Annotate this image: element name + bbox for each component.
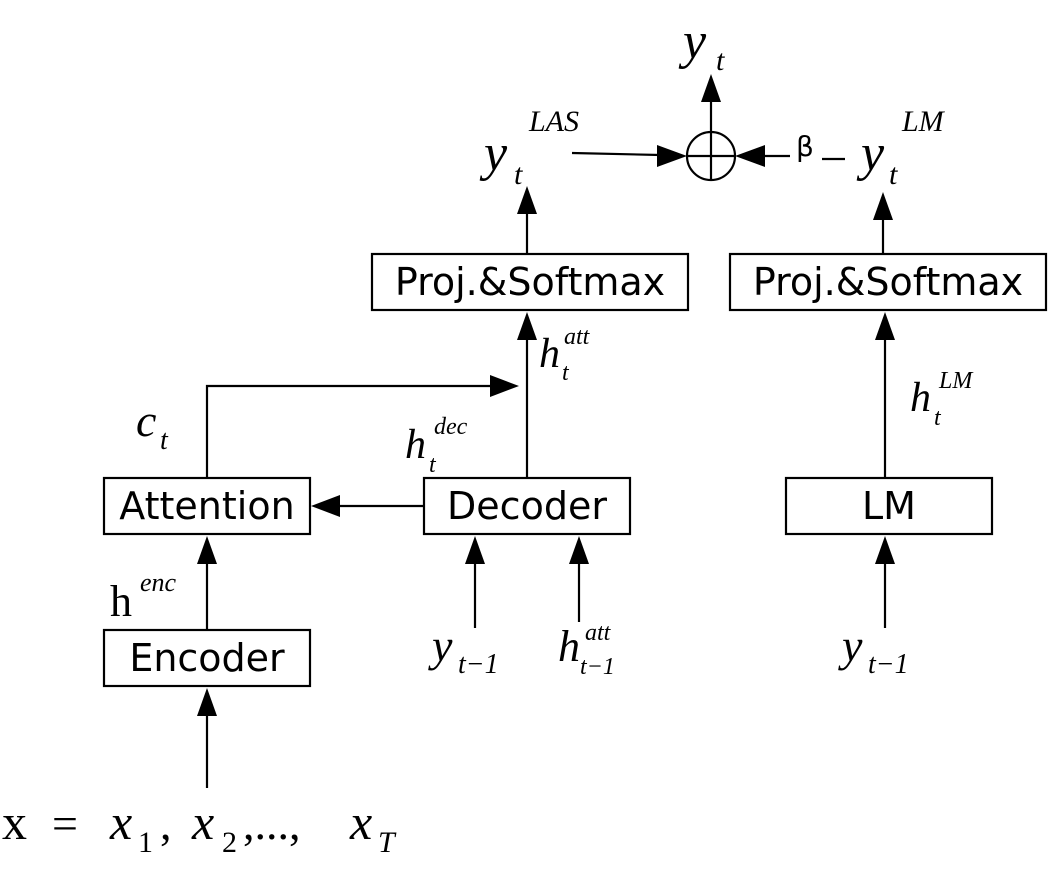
h-enc-base: h [110, 577, 132, 626]
h-att-prev-sub: t−1 [580, 654, 615, 680]
arrow-lm-to-proj-right [875, 312, 895, 478]
label-y-las: y LAS t [479, 105, 579, 191]
decoder-label: Decoder [447, 484, 607, 528]
h-dec-sup: dec [434, 414, 468, 440]
decoder-box: Decoder [422, 476, 632, 536]
c-t-base: c [136, 395, 156, 446]
arrow-decoder-to-attention [311, 495, 424, 517]
attention-box: Attention [102, 476, 312, 536]
y-lm-sup: LM [901, 105, 946, 138]
label-y-t: y t [678, 13, 725, 77]
x-seq-lhs: x [2, 794, 27, 850]
h-lm-sub: t [934, 405, 942, 431]
y-prev-lm-base: y [838, 620, 863, 671]
arrow-context-path [205, 375, 519, 478]
h-att-prev-base: h [558, 622, 580, 671]
h-att-sup: att [564, 324, 591, 350]
h-lm-base: h [910, 375, 931, 421]
h-att-prev-sup: att [585, 620, 612, 646]
label-y-prev-decoder: y t−1 [428, 620, 499, 680]
arrow-hatt-prev-to-decoder [569, 536, 589, 622]
arrow-sum-to-output [701, 74, 721, 132]
label-input-sequence: x = x 1 , x 2 ,..., x T [2, 794, 397, 859]
arrow-yprev-to-lm [875, 536, 895, 628]
proj-softmax-right-box: Proj.&Softmax [728, 252, 1048, 312]
y-lm-base: y [856, 125, 885, 182]
proj-softmax-left-box: Proj.&Softmax [370, 252, 690, 312]
encoder-box: Encoder [102, 628, 312, 688]
x-seq-eq: = [52, 798, 78, 849]
x-seq-ellipsis: ,..., [243, 798, 301, 849]
arrow-las-to-sum [571, 145, 687, 167]
y-las-base: y [479, 125, 508, 182]
y-prev-dec-sub: t−1 [458, 649, 499, 680]
h-lm-sup: LM [938, 368, 974, 394]
x-seq-comma1: , [160, 798, 172, 849]
arrow-yprev-to-decoder [465, 536, 485, 628]
y-prev-lm-sub: t−1 [868, 649, 909, 680]
sum-node-icon [685, 130, 737, 182]
y-t-base: y [678, 13, 707, 70]
proj-softmax-right-label: Proj.&Softmax [753, 260, 1023, 304]
label-c-t: c t [136, 395, 169, 456]
h-att-base: h [539, 331, 560, 377]
x-seq-subT: T [378, 826, 397, 859]
y-t-sub: t [716, 44, 725, 77]
y-prev-dec-base: y [428, 620, 453, 671]
x-seq-xT: x [349, 794, 372, 850]
label-h-att-prev: h att t−1 [558, 620, 615, 680]
x-seq-sub1: 1 [138, 826, 153, 859]
encoder-label: Encoder [129, 636, 285, 680]
y-las-sub: t [514, 158, 523, 191]
lm-box: LM [784, 476, 994, 536]
arrow-encoder-to-attention [197, 536, 217, 630]
label-h-lm: h LM t [910, 368, 974, 431]
lm-label: LM [862, 484, 916, 528]
y-lm-sub: t [889, 158, 898, 191]
h-dec-base: h [405, 422, 426, 468]
arrow-proj-right-to-lm [873, 192, 893, 254]
label-h-enc: h enc [110, 568, 177, 626]
proj-softmax-left-label: Proj.&Softmax [395, 260, 665, 304]
beta-symbol: β [796, 130, 814, 163]
label-h-att: h att t [539, 324, 591, 386]
h-dec-sub: t [429, 452, 437, 478]
arrow-decoder-to-proj-left [517, 312, 537, 478]
x-seq-x1: x [109, 794, 132, 850]
arrow-input-to-encoder [197, 688, 217, 788]
arrow-lm-to-sum [735, 145, 790, 167]
c-t-sub: t [160, 425, 169, 456]
x-seq-sub2: 2 [222, 826, 237, 859]
label-h-dec: h dec t [405, 414, 468, 478]
arrow-proj-left-to-las [517, 186, 537, 254]
h-att-sub: t [562, 360, 570, 386]
y-las-sup: LAS [528, 105, 579, 138]
attention-label: Attention [119, 484, 294, 528]
label-beta-y-lm: β y LM t [796, 105, 946, 191]
h-enc-sup: enc [140, 568, 177, 597]
x-seq-x2: x [191, 794, 214, 850]
label-y-prev-lm: y t−1 [838, 620, 909, 680]
